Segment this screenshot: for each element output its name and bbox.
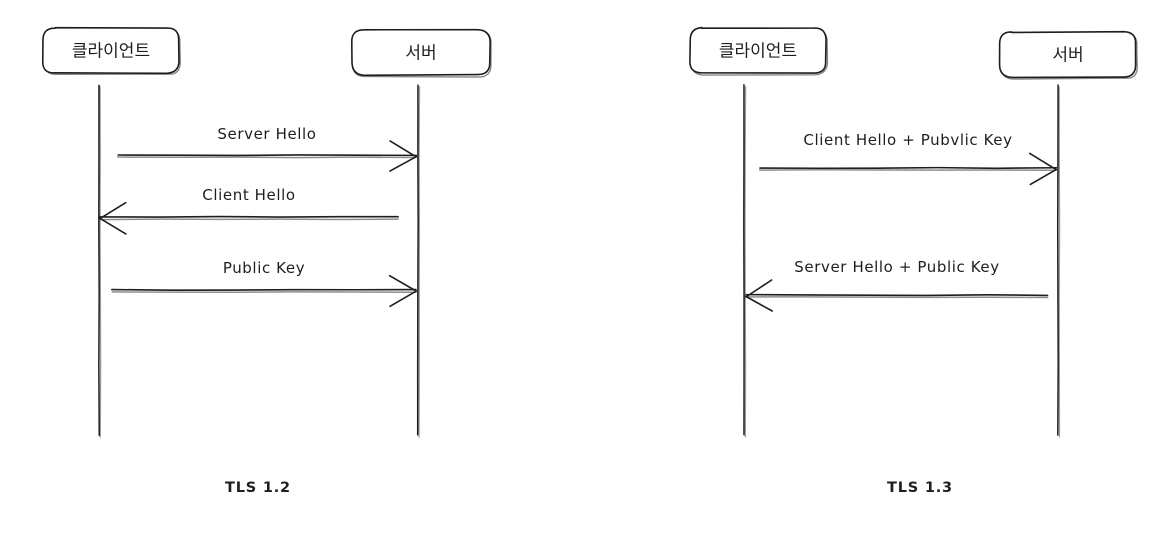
message-label: Client Hello + Pubvlic Key <box>803 131 1012 149</box>
message-line-sketch-stroke <box>745 296 1049 299</box>
participant-server[interactable]: 서버 <box>350 28 492 438</box>
arrowhead-lower-stroke <box>744 295 773 312</box>
arrowhead-lower-stroke <box>99 217 127 235</box>
arrowhead-upper-stroke <box>1029 152 1058 171</box>
participant-label: 클라이언트 <box>719 42 797 62</box>
participant-box[interactable] <box>998 30 1137 79</box>
participant-label: 서버 <box>405 44 436 64</box>
diagram-caption: TLS 1.2 <box>225 480 291 496</box>
lifeline-sketch-stroke <box>744 86 747 438</box>
sequence-diagram-tls13: 클라이언트 서버 Client Hello + Pubvlic KeyServer … <box>689 26 1138 496</box>
arrowhead-upper-stroke <box>388 274 418 292</box>
participant-box[interactable] <box>41 26 180 75</box>
participant-server[interactable]: 서버 <box>998 30 1138 438</box>
arrowhead-lower-stroke <box>389 155 418 172</box>
participant-label: 클라이언트 <box>72 42 150 62</box>
participant-client[interactable]: 클라이언트 <box>41 26 181 438</box>
message-arrow[interactable]: Public Key <box>111 259 418 308</box>
message-arrow[interactable]: Client Hello + Pubvlic Key <box>758 131 1058 186</box>
message-line <box>745 293 1049 297</box>
arrowhead-lower-stroke <box>389 290 417 308</box>
diagram-caption: TLS 1.3 <box>887 480 953 496</box>
participant-label: 서버 <box>1052 46 1083 66</box>
message-label: Client Hello <box>202 186 295 204</box>
message-arrow[interactable]: Server Hello + Public Key <box>744 258 1049 312</box>
message-label: Public Key <box>223 259 305 277</box>
participant-box[interactable] <box>689 26 827 74</box>
arrowhead-upper-stroke <box>98 201 127 220</box>
arrowhead-lower-stroke <box>1029 168 1057 186</box>
arrowhead-upper-stroke <box>389 140 417 158</box>
message-line-sketch-stroke <box>99 218 399 221</box>
message-line <box>111 288 417 292</box>
message-line-sketch-stroke <box>116 156 417 159</box>
lifeline-sketch-stroke <box>99 86 102 438</box>
message-arrow[interactable]: Client Hello <box>98 186 399 235</box>
arrowhead-upper-stroke <box>745 279 773 298</box>
message-label: Server Hello + Public Key <box>794 258 999 276</box>
participant-box[interactable] <box>350 28 491 77</box>
lifeline-sketch-stroke <box>418 86 421 438</box>
message-line <box>759 166 1058 170</box>
message-arrow[interactable]: Server Hello <box>116 125 418 172</box>
message-label: Server Hello <box>217 125 316 143</box>
participant-client[interactable]: 클라이언트 <box>689 26 829 438</box>
